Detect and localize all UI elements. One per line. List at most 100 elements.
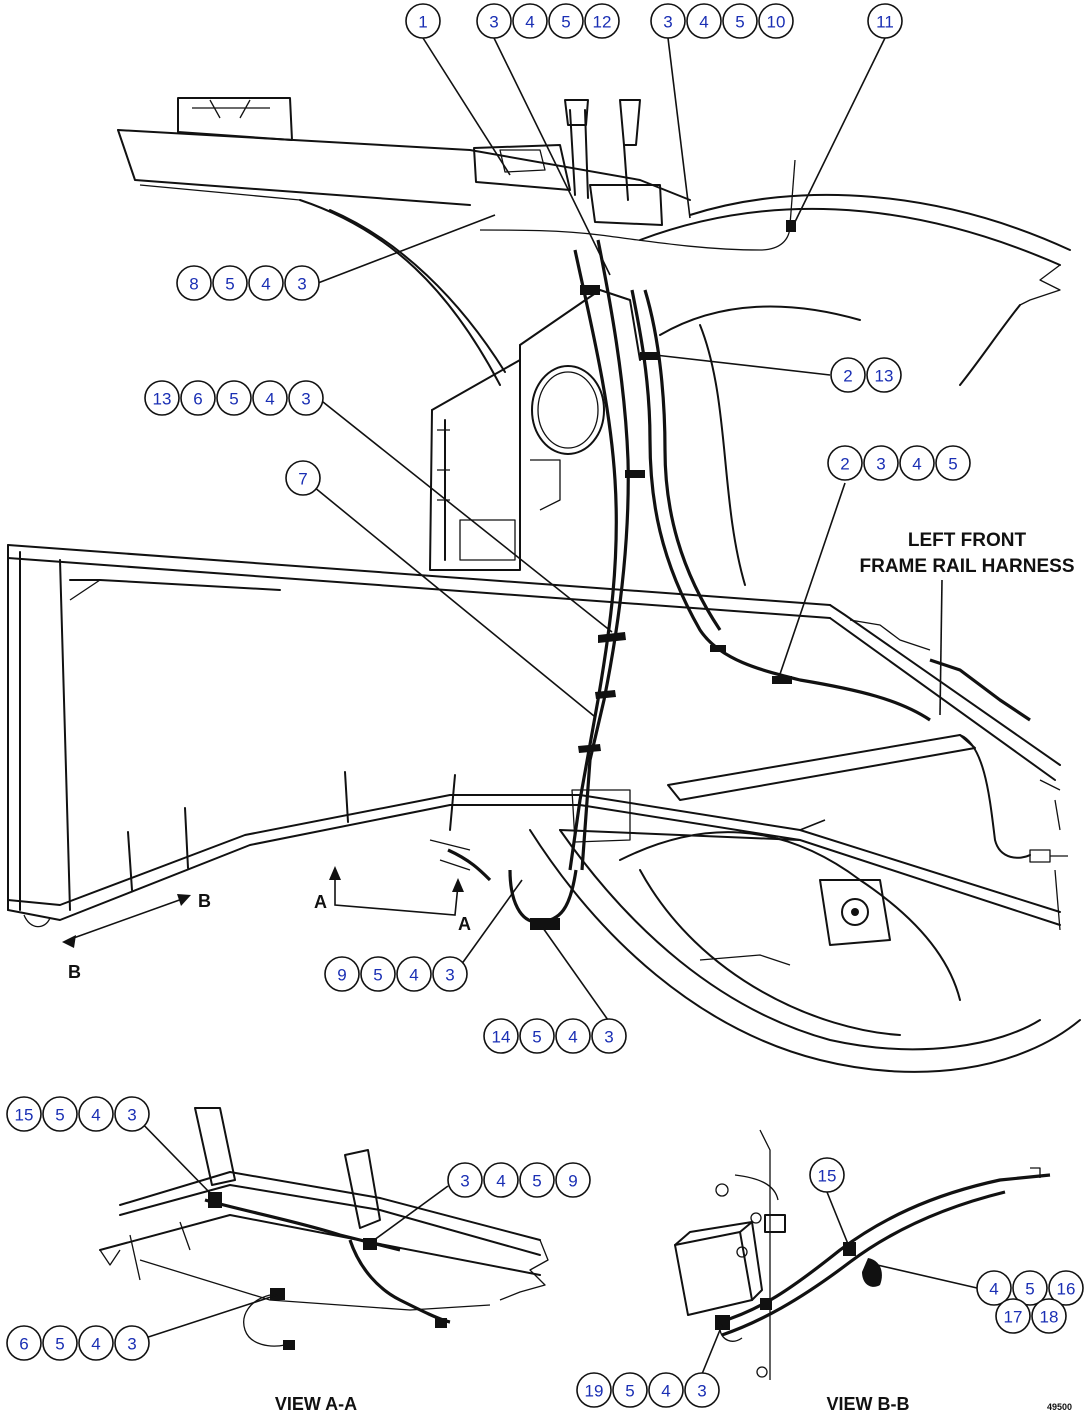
callout-circle	[809, 1157, 845, 1193]
callout-circle	[6, 1325, 42, 1361]
callout-number: 19	[585, 1382, 604, 1401]
callout-number: 12	[593, 13, 612, 32]
callout-circle	[78, 1325, 114, 1361]
callout-group: 3 4 5 12	[476, 3, 620, 39]
callout-number: 5	[948, 455, 957, 474]
callout-number: 5	[561, 13, 570, 32]
callout-number: 3	[489, 13, 498, 32]
callout-number: 16	[1057, 1280, 1076, 1299]
callout-number: 4	[568, 1028, 577, 1047]
callout-number: 3	[663, 13, 672, 32]
callout-circle	[1048, 1270, 1084, 1306]
callout-number: 4	[989, 1280, 998, 1299]
callout-number: 5	[532, 1028, 541, 1047]
callout-number: 4	[265, 390, 274, 409]
callout-circle	[555, 1162, 591, 1198]
callout-group: 14 5 4 3	[483, 1018, 627, 1054]
callout-number: 5	[55, 1106, 64, 1125]
callout-circle	[1031, 1298, 1067, 1334]
callout-circle	[866, 357, 902, 393]
callout-number: 5	[373, 966, 382, 985]
callout-circle	[722, 3, 758, 39]
callout-number: 9	[337, 966, 346, 985]
callout-number: 3	[604, 1028, 613, 1047]
callout-circle	[576, 1372, 612, 1408]
callout-number: 7	[298, 470, 307, 489]
callout-circle	[519, 1018, 555, 1054]
callout-number: 13	[153, 390, 172, 409]
harness-label-line2: FRAME RAIL HARNESS	[860, 556, 1075, 577]
callout-number: 2	[843, 367, 852, 386]
callout-circle	[432, 956, 468, 992]
callout-circle	[827, 445, 863, 481]
harness-label-line1: LEFT FRONT	[908, 530, 1027, 551]
callout-circle	[176, 265, 212, 301]
callout-circle	[1012, 1270, 1048, 1306]
section-a-label-left: A	[314, 892, 327, 912]
callout-number: 6	[193, 390, 202, 409]
figure-id: 49500	[1047, 1402, 1072, 1412]
callout-number: 5	[225, 275, 234, 294]
callout-circle	[42, 1325, 78, 1361]
callout-circle	[584, 3, 620, 39]
callout-circle	[78, 1096, 114, 1132]
callout-circle	[405, 3, 441, 39]
callout-circle	[612, 1372, 648, 1408]
callout-number: 4	[261, 275, 270, 294]
callout-number: 3	[876, 455, 885, 474]
view-a-art	[99, 1107, 549, 1350]
callout-circle	[650, 3, 686, 39]
callout-number: 4	[91, 1106, 100, 1125]
callout-number: 11	[876, 13, 894, 32]
callout-circle	[252, 380, 288, 416]
callout-circle	[686, 3, 722, 39]
callout-group: 2 13	[830, 357, 902, 393]
callout-circle	[114, 1096, 150, 1132]
callout-number: 3	[460, 1172, 469, 1191]
callout-group: 1	[405, 3, 441, 39]
callout-group: 11	[867, 3, 903, 39]
callout-number: 5	[735, 13, 744, 32]
callout-number: 17	[1004, 1308, 1023, 1327]
callout-number: 8	[189, 275, 198, 294]
callout-circle	[216, 380, 252, 416]
callout-circle	[519, 1162, 555, 1198]
callout-number: 14	[492, 1028, 511, 1047]
callout-number: 13	[875, 367, 894, 386]
callout-circle	[483, 1162, 519, 1198]
callout-circle	[288, 380, 324, 416]
callout-circle	[212, 265, 248, 301]
callout-circle	[324, 956, 360, 992]
section-b-label-right: B	[198, 891, 211, 911]
callout-circle	[483, 1018, 519, 1054]
view-a-title: VIEW A-A	[275, 1394, 357, 1414]
callout-number: 4	[525, 13, 534, 32]
callout-number: 15	[818, 1167, 837, 1186]
callout-circle	[976, 1270, 1012, 1306]
callout-circle	[180, 380, 216, 416]
main-frame-art	[7, 97, 1081, 1073]
callout-circle	[555, 1018, 591, 1054]
callout-circle	[591, 1018, 627, 1054]
callout-number: 5	[532, 1172, 541, 1191]
callout-circle	[548, 3, 584, 39]
callout-circle	[360, 956, 396, 992]
callout-number: 3	[297, 275, 306, 294]
callout-circle	[830, 357, 866, 393]
callout-number: 5	[625, 1382, 634, 1401]
callout-circle	[114, 1325, 150, 1361]
leader-lines	[129, 37, 978, 1375]
callout-number: 2	[840, 455, 849, 474]
callout-number: 4	[91, 1335, 100, 1354]
callout-number: 15	[15, 1106, 34, 1125]
callout-circle	[512, 3, 548, 39]
callout-circle	[684, 1372, 720, 1408]
callout-circle	[758, 3, 794, 39]
callout-group: 15	[809, 1157, 845, 1193]
